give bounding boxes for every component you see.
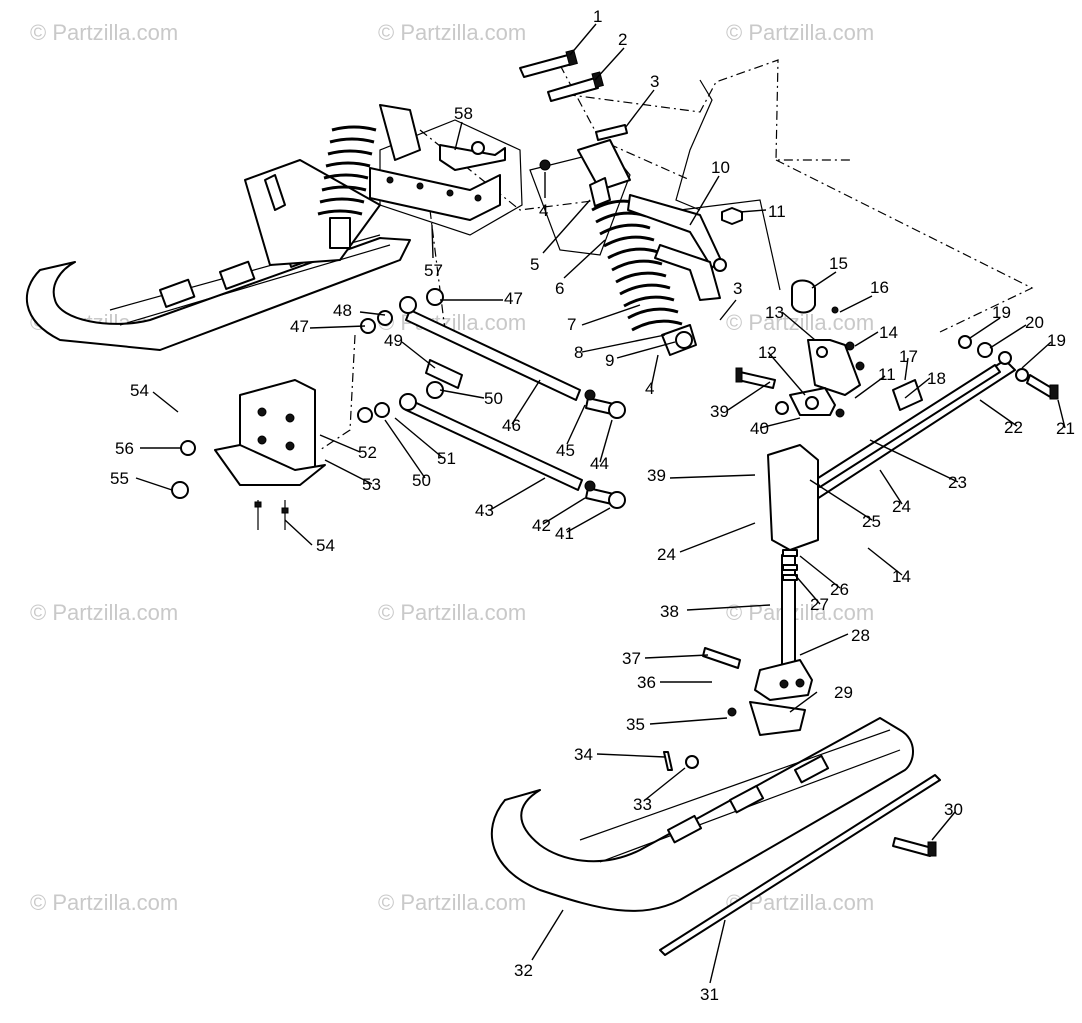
front-ski-assembly (490, 707, 941, 956)
part-callout: 30 (944, 800, 963, 819)
part-callout: 32 (514, 961, 533, 980)
watermark: © Partzilla.com (30, 890, 178, 915)
part-callout: 4 (645, 379, 654, 398)
part-callout: 17 (899, 347, 918, 366)
part-callout: 5 (530, 255, 539, 274)
part-callout: 6 (555, 279, 564, 298)
part-callout: 36 (637, 673, 656, 692)
part-callout: 47 (290, 317, 309, 336)
part-callout: 20 (1025, 313, 1044, 332)
part-callout: 34 (574, 745, 593, 764)
part-callout: 23 (948, 473, 967, 492)
upper-bolts (519, 49, 628, 171)
part-callout: 27 (810, 595, 829, 614)
part-callout: 44 (590, 454, 609, 473)
part-callout: 39 (710, 402, 729, 421)
part-callout: 45 (556, 441, 575, 460)
part-callout: 43 (475, 501, 494, 520)
watermark: © Partzilla.com (726, 20, 874, 45)
part-callout: 52 (358, 443, 377, 462)
part-callout: 18 (927, 369, 946, 388)
part-callout: 50 (484, 389, 503, 408)
watermark: © Partzilla.com (378, 890, 526, 915)
part-callout: 42 (532, 516, 551, 535)
part-callout: 13 (765, 303, 784, 322)
part-callout: 29 (834, 683, 853, 702)
part-callout: 39 (647, 466, 666, 485)
part-callout: 4 (539, 201, 548, 220)
part-callout: 31 (700, 985, 719, 1004)
part-callout: 25 (862, 512, 881, 531)
part-callouts: 1 2 3 58 4 10 11 5 6 57 15 3 16 48 47 47… (110, 7, 1075, 1004)
part-callout: 7 (567, 315, 576, 334)
spindle (702, 444, 819, 736)
bolt-39-upper (735, 367, 789, 415)
part-callout: 11 (878, 365, 896, 384)
part-callout: 14 (879, 323, 898, 342)
part-callout: 24 (892, 497, 911, 516)
part-callout: 1 (593, 7, 602, 26)
watermark: © Partzilla.com (726, 310, 874, 335)
part-callout: 54 (130, 381, 149, 400)
part-callout: 51 (437, 449, 456, 468)
part-callout: 48 (333, 301, 352, 320)
spindle-upper-bracket (789, 339, 865, 418)
watermark: © Partzilla.com (378, 600, 526, 625)
mounting-bracket (171, 379, 326, 530)
part-callout: 47 (504, 289, 523, 308)
part-callout: 37 (622, 649, 641, 668)
part-callout: 15 (829, 254, 848, 273)
tie-rods (789, 335, 1059, 511)
part-callout: 9 (605, 351, 614, 370)
watermark: © Partzilla.com (30, 20, 178, 45)
part-callout: 58 (454, 104, 473, 123)
watermark: © Partzilla.com (30, 600, 178, 625)
part-callout: 50 (412, 471, 431, 490)
part-callout: 40 (750, 419, 769, 438)
part-callout: 3 (650, 72, 659, 91)
leader-lines (135, 23, 1066, 984)
front-frame-bracket (369, 141, 506, 221)
part-callout: 10 (711, 158, 730, 177)
upper-hardware (721, 207, 839, 314)
part-callout: 46 (502, 416, 521, 435)
part-callout: 19 (1047, 331, 1066, 350)
part-callout: 3 (733, 279, 742, 298)
part-callout: 2 (618, 30, 627, 49)
part-callout: 8 (574, 343, 583, 362)
part-callout: 35 (626, 715, 645, 734)
part-callout: 57 (424, 261, 443, 280)
upper-a-arm (627, 194, 727, 301)
part-callout: 56 (115, 439, 134, 458)
part-callout: 55 (110, 469, 129, 488)
part-callout: 33 (633, 795, 652, 814)
part-callout: 28 (851, 626, 870, 645)
part-callout: 16 (870, 278, 889, 297)
watermark: © Partzilla.com (726, 600, 874, 625)
right-shock-absorber (577, 139, 697, 356)
part-callout: 38 (660, 602, 679, 621)
part-callout: 54 (316, 536, 335, 555)
part-callout: 26 (830, 580, 849, 599)
left-shock-absorber (317, 125, 377, 249)
part-callout: 49 (384, 331, 403, 350)
part-callout: 12 (758, 343, 777, 362)
part-callout: 22 (1004, 418, 1023, 437)
part-callout: 41 (555, 524, 574, 543)
part-callout: 24 (657, 545, 676, 564)
part-callout: 53 (362, 475, 381, 494)
part-callout: 11 (768, 202, 786, 221)
watermark: © Partzilla.com (378, 20, 526, 45)
part-callout: 21 (1056, 419, 1075, 438)
part-callout: 14 (892, 567, 911, 586)
part-callout: 19 (992, 303, 1011, 322)
